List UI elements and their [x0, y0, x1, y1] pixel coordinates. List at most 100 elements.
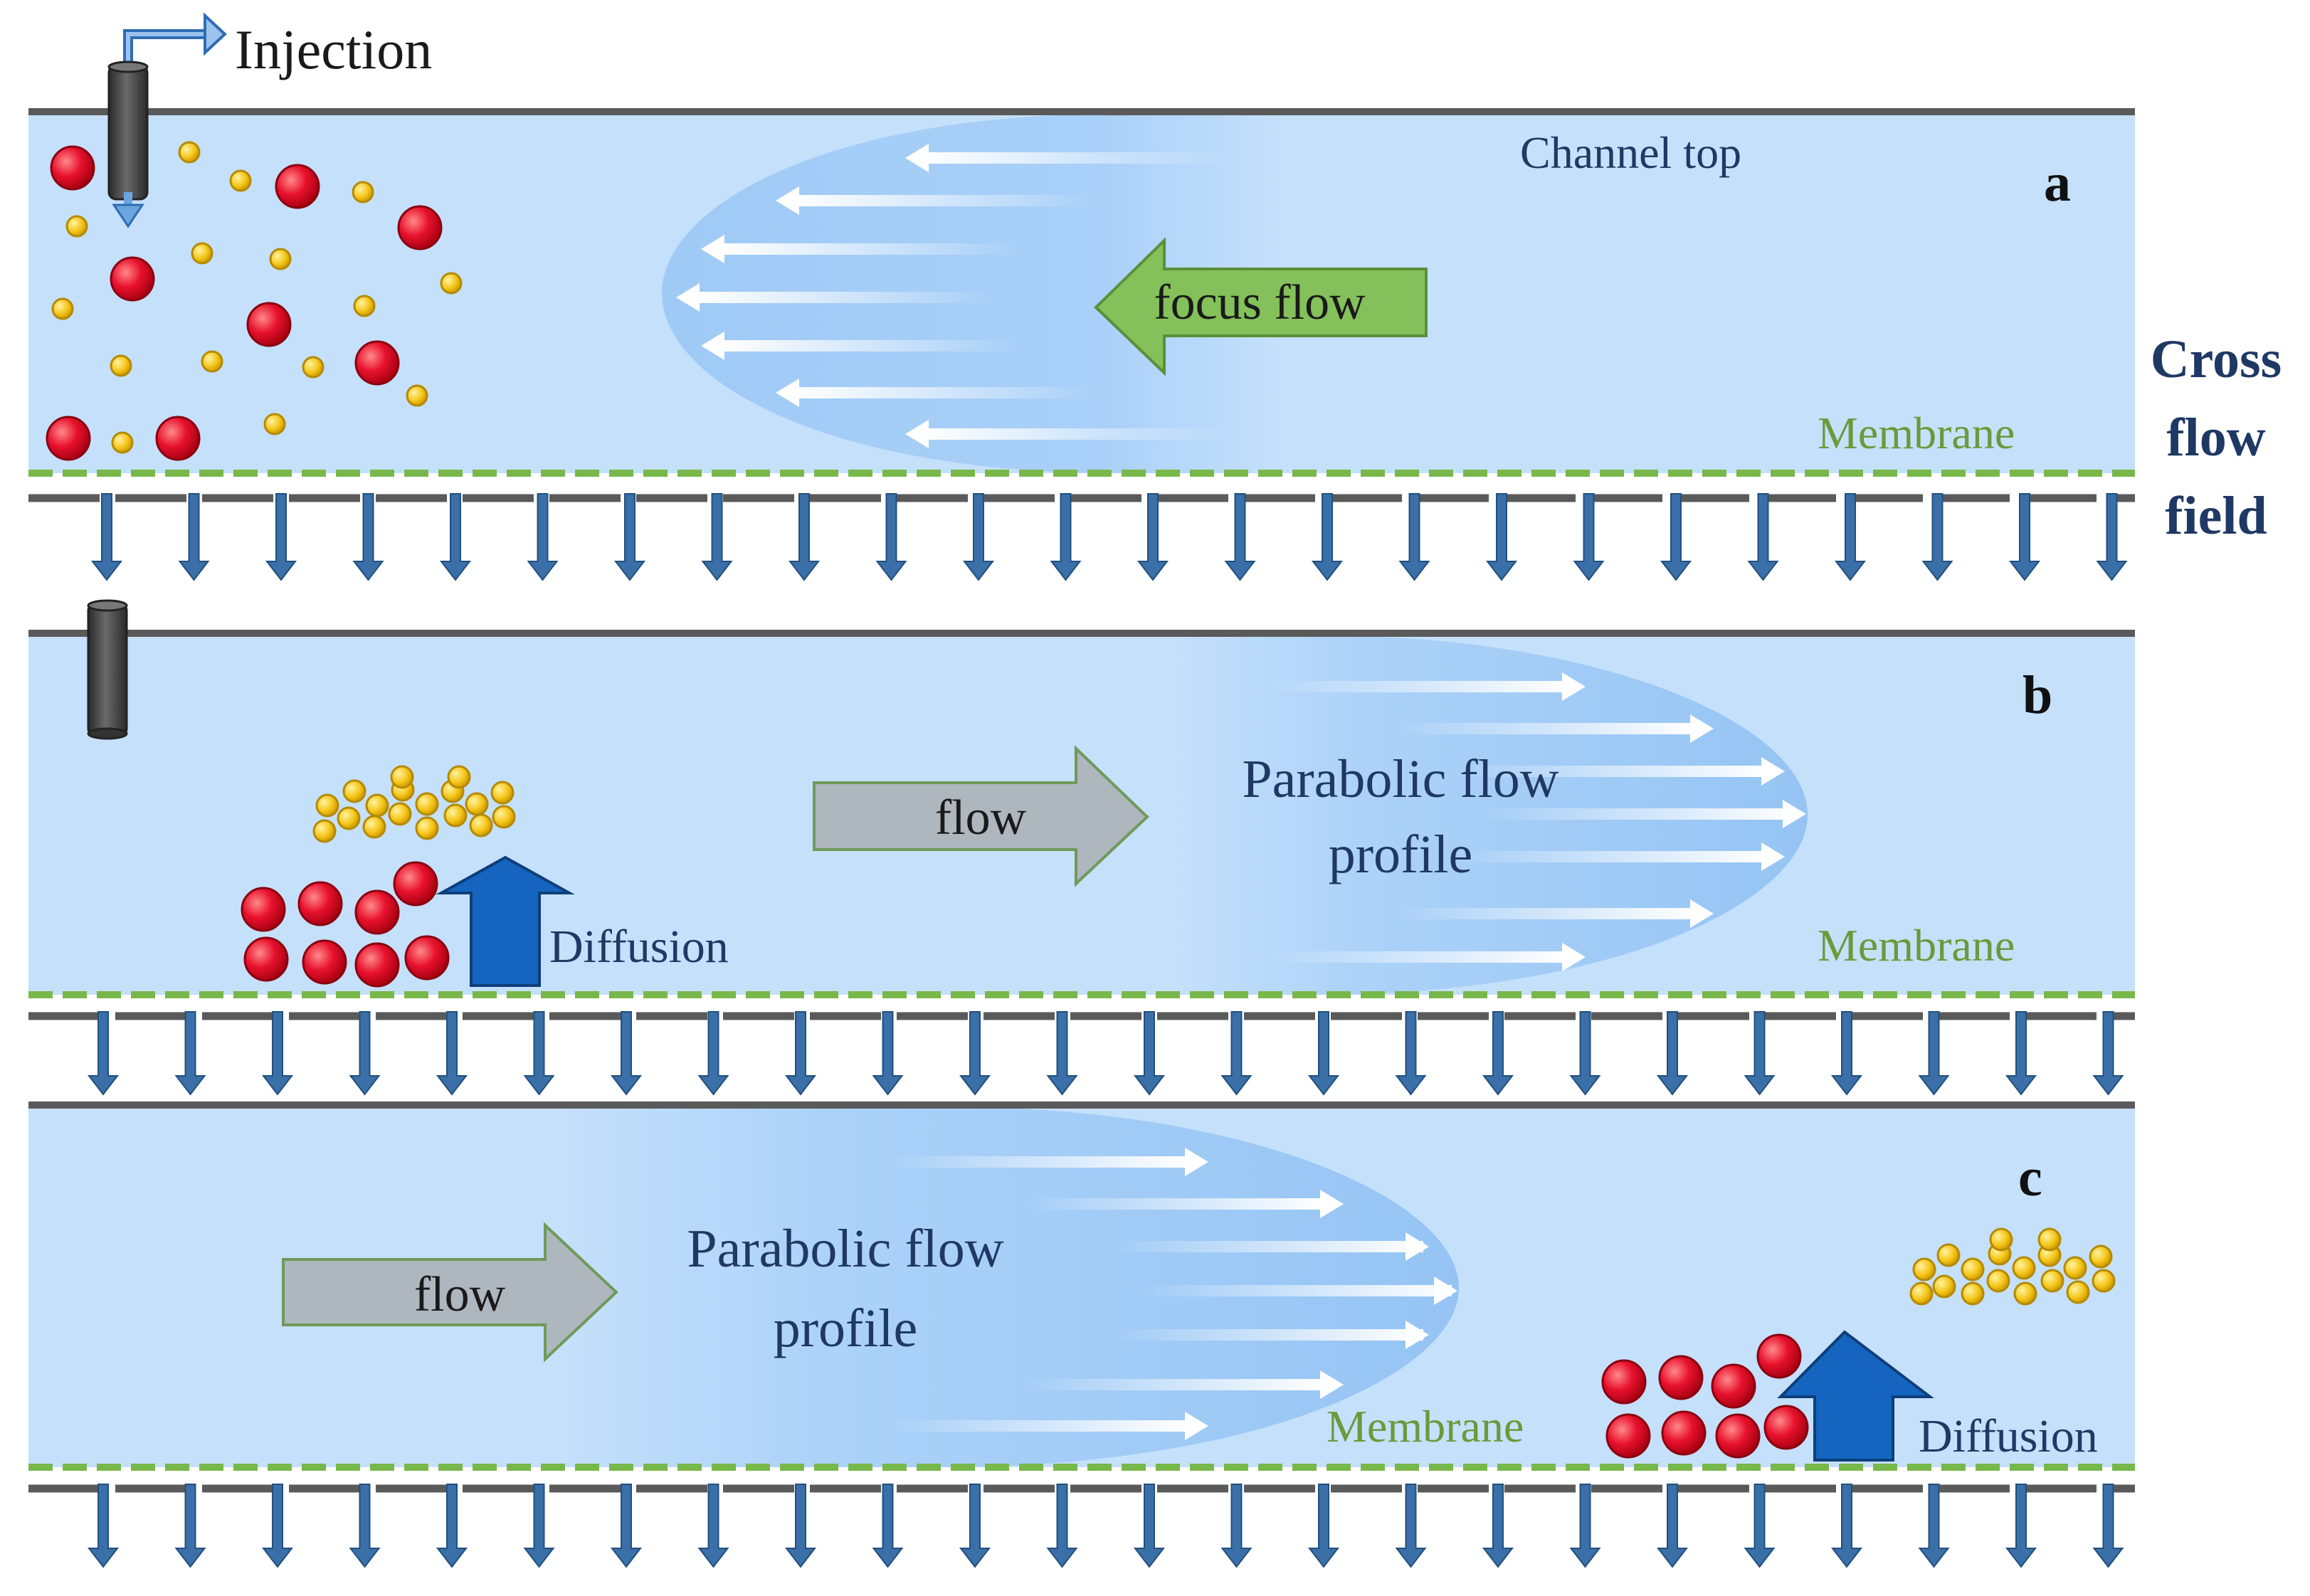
panel-letter-b: b [2022, 665, 2052, 725]
small-particle [1986, 1269, 2010, 1293]
large-particle [246, 302, 292, 347]
cross-flow-arrow-icon [2005, 1011, 2037, 1096]
flow-profile-c [555, 1106, 1459, 1467]
particles-a [46, 141, 463, 461]
membrane-label-c: Membrane [1327, 1401, 1524, 1452]
cross-flow-arrow-icon [1918, 1484, 1950, 1568]
cross-flow-arrows-b [28, 1011, 2135, 1096]
injection-tube-closed [87, 602, 128, 737]
large-particle [1601, 1359, 1647, 1405]
small-particle [2063, 1256, 2087, 1280]
wall-top-a [28, 108, 2135, 115]
large-particle [46, 416, 91, 461]
large-particle [1658, 1355, 1704, 1400]
cross-flow-arrow-icon [1744, 1484, 1776, 1568]
cross-flow-arrow-icon [1307, 1484, 1340, 1568]
injection-port-a [107, 12, 227, 228]
large-particle [297, 881, 343, 926]
cross-flow-arrow-icon [610, 1484, 643, 1568]
cross-flow-arrow-icon [1747, 493, 1779, 581]
cross-flow-arrow-icon [1569, 1011, 1601, 1096]
cross-flow-arrow-icon [1395, 1011, 1427, 1096]
small-particle [337, 806, 361, 830]
small-particle [406, 384, 428, 407]
small-particle [269, 248, 292, 270]
focus-flow-arrow: focus flow [1094, 237, 1428, 376]
small-particle [2037, 1227, 2062, 1252]
large-particle [110, 256, 155, 302]
cross-flow-arrow-icon [872, 1011, 904, 1096]
large-particle [1715, 1413, 1761, 1459]
cross-flow-arrow-icon [959, 1011, 991, 1096]
cross-flow-arrow-icon [959, 1484, 991, 1568]
small-particle [2012, 1256, 2036, 1280]
cross-flow-arrow-icon [261, 1484, 294, 1568]
cross-flow-arrow-icon [1395, 1484, 1427, 1568]
small-particle [440, 272, 463, 295]
small-particle [2066, 1280, 2090, 1304]
cross-flow-arrow-icon [349, 1011, 381, 1096]
large-particle [397, 205, 443, 250]
flow-label-b: flow [935, 791, 1027, 845]
cross-flow-arrow-icon [1921, 493, 1953, 581]
large-particle [50, 145, 95, 191]
cross-flow-arrow-icon [1046, 1011, 1078, 1096]
cross-flow-arrow-icon [178, 493, 210, 581]
small-particle [229, 169, 252, 192]
cross-flow-arrow-icon [613, 493, 646, 581]
cross-flow-arrow-icon [1307, 1011, 1340, 1096]
panel-letter-c: c [2018, 1148, 2042, 1207]
cross-flow-arrow-icon [962, 493, 995, 581]
small-particle [2089, 1244, 2113, 1269]
cross-flow-arrow-icon [527, 493, 559, 581]
cross-flow-arrow-icon [784, 1011, 817, 1096]
membrane-label-a: Membrane [1818, 408, 2015, 458]
diffusion-label-b: Diffusion [549, 921, 729, 973]
flow-arrow-b: flow [813, 745, 1149, 887]
small-particle [1932, 1274, 1956, 1299]
inject-down-arrow-icon [112, 204, 144, 228]
cross-flow-arrow-icon [701, 493, 733, 581]
cross-flow-arrow-icon [1834, 493, 1867, 581]
cross-flow-arrow-icon [697, 1484, 729, 1568]
small-particle [415, 792, 439, 816]
cross-flow-label-3: field [2165, 486, 2267, 546]
diffusion-label-c: Diffusion [1919, 1410, 2098, 1462]
large-particle [393, 861, 438, 907]
cross-flow-arrow-icon [1050, 493, 1082, 581]
particles-b [241, 765, 516, 988]
parabolic-label-b-1: Parabolic flow [1242, 749, 1559, 809]
small-particle [65, 215, 88, 238]
cross-flow-arrow-icon [2096, 493, 2128, 581]
parabolic-label-b-2: profile [1329, 825, 1473, 884]
small-particle [302, 356, 325, 379]
cross-flow-arrow-icon [1569, 1484, 1601, 1568]
small-particle [312, 819, 337, 843]
small-particle [353, 295, 376, 317]
small-particle [362, 815, 386, 839]
small-particle [390, 765, 414, 789]
small-particle [490, 781, 515, 805]
small-particle [315, 793, 339, 818]
injection-port-b [87, 599, 128, 740]
cross-flow-arrow-icon [87, 1011, 120, 1096]
small-particle [469, 813, 493, 837]
cross-flow-arrow-icon [872, 1484, 904, 1568]
small-particle [388, 802, 412, 826]
cross-flow-arrow-icon [523, 1484, 555, 1568]
cross-flow-arrow-icon [1482, 1011, 1514, 1096]
small-particle [443, 803, 468, 828]
small-particle [465, 792, 489, 816]
small-particle [2092, 1269, 2116, 1293]
cross-flow-arrow-icon [265, 493, 297, 581]
large-particle [241, 887, 286, 932]
small-particle [1936, 1243, 1961, 1267]
small-particle [1961, 1257, 1985, 1281]
small-particle [191, 242, 213, 265]
large-particle [155, 416, 201, 461]
small-particle [111, 431, 134, 454]
large-particle [1756, 1333, 1802, 1379]
flow-profile-b [1174, 635, 1808, 995]
cross-flow-arrows-c [28, 1484, 2135, 1568]
